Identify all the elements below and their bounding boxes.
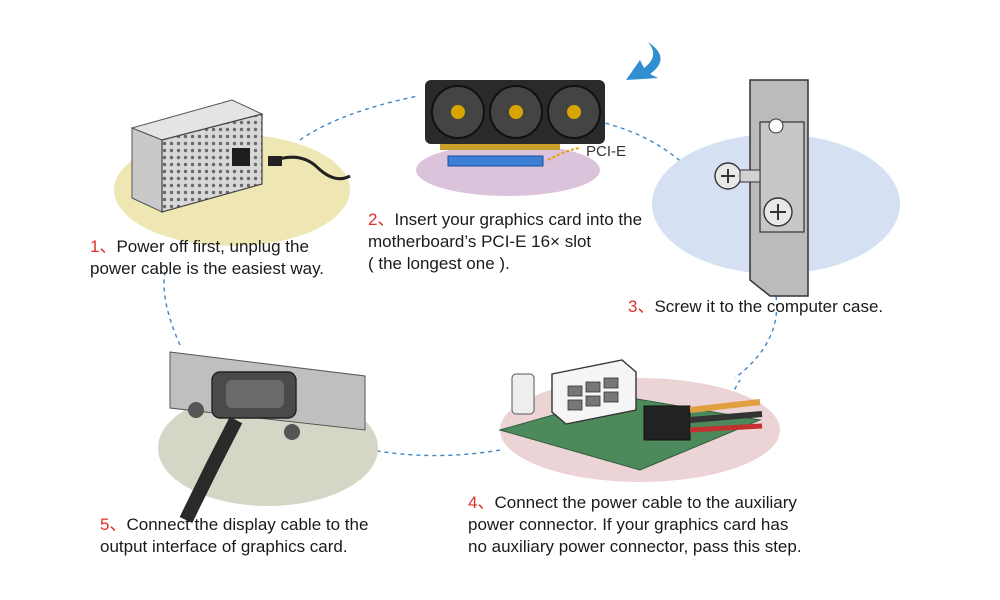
step-3-text: 3、Screw it to the computer case. [628,296,883,318]
step-4-line-1: Connect the power cable to the auxiliary [494,493,797,512]
step-4-line-2: power connector. If your graphics card h… [468,515,789,534]
power-connector-illustration [498,359,780,482]
step-3-line-1: Screw it to the computer case. [654,297,884,316]
step-3-number: 3、 [628,297,655,316]
pci-e-label: PCI-E [586,143,626,160]
step-1-line-1: Power off first, unplug the [116,237,309,256]
step-2-line-2: motherboard’s PCI-E 16× slot [368,232,592,251]
screw-bracket-illustration [652,79,900,297]
step-4-number: 4、 [468,493,495,512]
step-1-text: 1、Power off first, unplug the power cabl… [90,236,324,280]
step-2-line-3: ( the longest one ). [368,254,510,273]
step-2-number: 2、 [368,210,395,229]
display-cable-illustration [158,351,378,524]
curved-arrow-icon [626,42,661,80]
step-1-number: 1、 [90,237,117,256]
step-2-text: 2、Insert your graphics card into the mot… [368,209,642,275]
step-5-text: 5、Connect the display cable to the outpu… [100,514,368,558]
step-5-number: 5、 [100,515,127,534]
step-4-text: 4、Connect the power cable to the auxilia… [468,492,802,558]
step-2-line-1: Insert your graphics card into the [394,210,643,229]
step-4-line-3: no auxiliary power connector, pass this … [468,537,802,556]
step-1-line-2: power cable is the easiest way. [90,259,325,278]
power-supply-illustration [114,99,351,246]
step-5-line-2: output interface of graphics card. [100,537,348,556]
step-5-line-1: Connect the display cable to the [126,515,369,534]
graphics-card-illustration [416,80,605,196]
